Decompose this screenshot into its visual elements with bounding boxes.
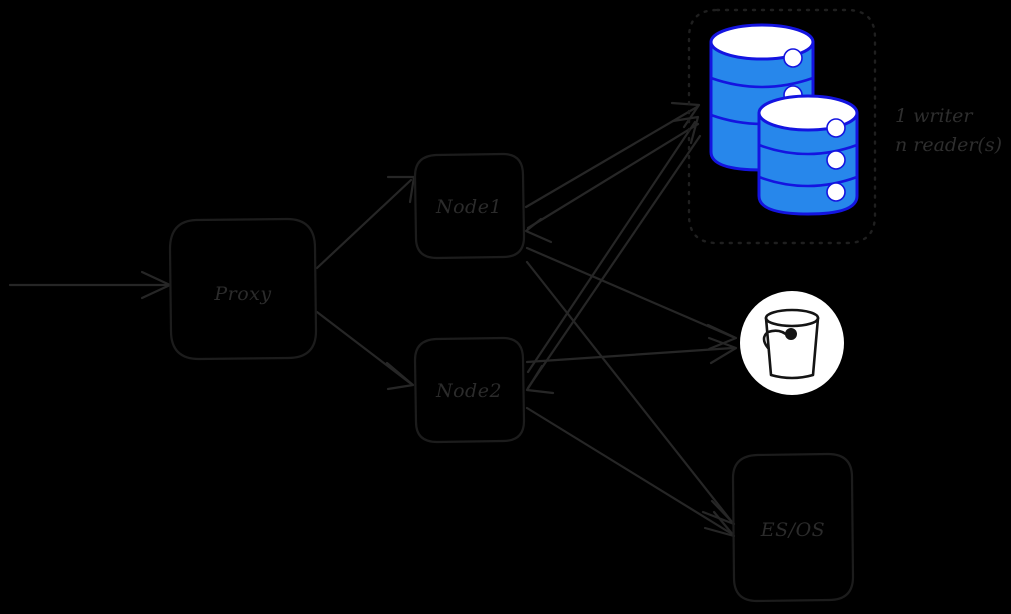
edge-node1-to-bucket [525,246,738,351]
node-esos-label: ES/OS [760,519,825,541]
database-annotation-line2: n reader(s) [895,134,1002,156]
node-esos[interactable]: ES/OS [731,452,855,603]
object-storage-bucket[interactable] [740,291,844,395]
node-node2[interactable]: Node2 [413,336,526,444]
edge-client-to-proxy [8,270,172,300]
edge-node1-database [524,101,701,244]
bucket-icon [762,308,820,380]
node-proxy[interactable]: Proxy [168,217,318,361]
edge-proxy-to-node2 [315,310,415,391]
node-node1[interactable]: Node1 [413,152,526,260]
node-proxy-label: Proxy [213,283,271,305]
node-node2-label: Node2 [435,380,502,402]
database-group[interactable] [687,8,877,245]
edge-node2-to-bucket [525,336,738,365]
database-annotation-line1: 1 writer [895,105,974,127]
database-annotation: 1 writer n reader(s) [895,105,1002,156]
edge-node1-to-esos [525,260,736,526]
edge-proxy-to-node1 [315,175,416,270]
edge-node2-to-esos [525,406,736,538]
database-cylinder-front [757,94,859,216]
edge-node2-database [525,115,702,395]
bucket-background-circle [740,291,844,395]
node-node1-label: Node1 [435,196,502,218]
